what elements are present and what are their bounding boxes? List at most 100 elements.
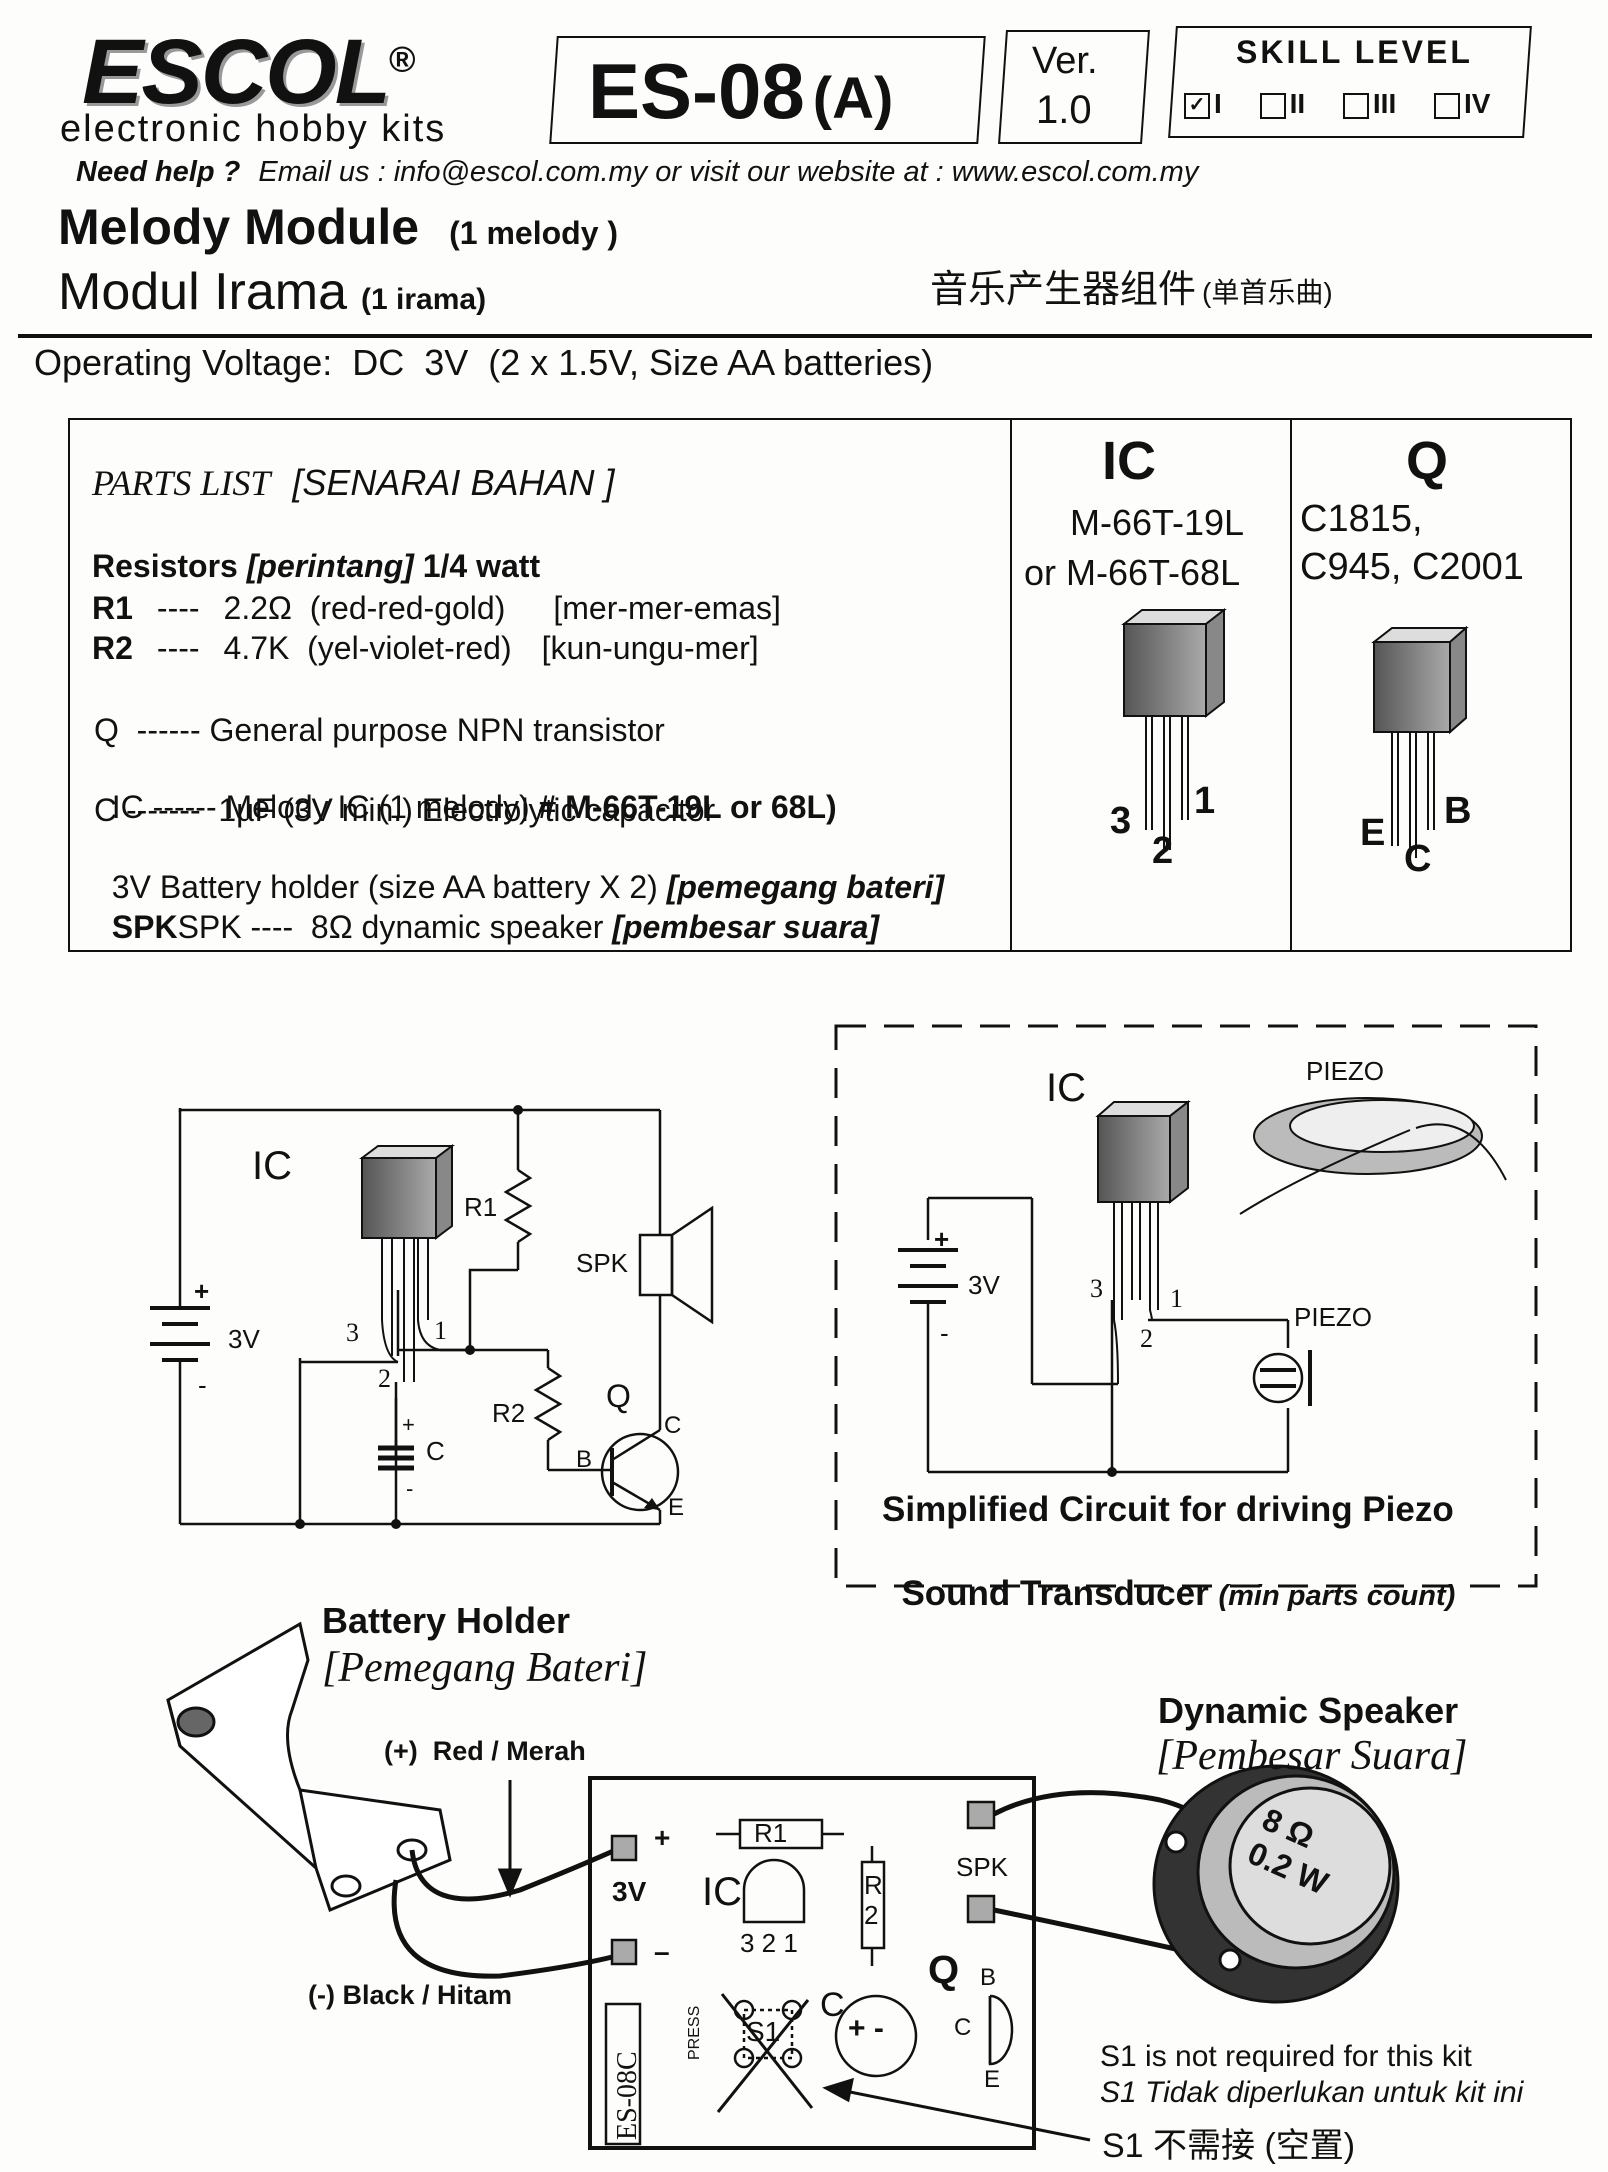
r1-ms: [mer-mer-emas] — [553, 590, 781, 626]
skill-level-1: ✓I — [1184, 88, 1222, 119]
red-wire-arrow-icon — [497, 1780, 523, 1898]
r2-ms: [kun-ungu-mer] — [541, 630, 759, 666]
title-divider — [18, 334, 1592, 338]
title-zh: 音乐产生器组件(单首乐曲) — [930, 269, 1333, 311]
schematic-ic-icon — [359, 1144, 455, 1382]
pcb-ic-pins: 3 2 1 — [740, 1928, 798, 1958]
checkbox-icon — [1259, 92, 1286, 119]
s1-arrow-icon — [822, 2077, 1091, 2142]
sch-c-label: C — [426, 1436, 445, 1466]
sch-r2-label: R2 — [492, 1398, 526, 1428]
parts-c: C ------- 1µF (3V min.) Electrolytic cap… — [94, 792, 716, 828]
sch-c-minus: - — [406, 1476, 414, 1501]
parts-battery: 3V Battery holder (size AA battery X 2) … — [111, 869, 945, 905]
model-number: ES-08(A) — [588, 46, 893, 137]
capacitor-icon — [378, 1445, 414, 1471]
pcb-s1: S1 — [746, 2016, 781, 2047]
battery-holder-title-ms: [Pemegang Bateri] — [322, 1645, 648, 1691]
s1-note-3: S1 不需接 (空置) — [1102, 2127, 1356, 2165]
parts-spk-ms: [pembesar suara] — [612, 909, 880, 945]
sch-plus: + — [194, 1276, 210, 1306]
red-wire-label: (+) Red / Merah — [384, 1736, 586, 1766]
pcb-c: C — [820, 1986, 845, 2024]
speaker-title-ms: [Pembesar Suara] — [1156, 1733, 1468, 1779]
title-en-sub: (1 melody ) — [449, 215, 619, 251]
pcb-3v: 3V — [612, 1876, 647, 1907]
parts-ic: IC ------ Melody IC (1 melody) # M-66T-1… — [111, 789, 837, 825]
sch-ic-label: IC — [252, 1144, 292, 1188]
parts-q: Q ------ General purpose NPN transistor — [94, 712, 665, 748]
version-value: 1.0 — [1036, 88, 1092, 132]
title-ms-sub: (1 irama) — [361, 283, 487, 316]
ic-package-icon — [1121, 607, 1227, 850]
ic-panel-part1: M-66T-19L — [1070, 502, 1245, 543]
piezo-caption-1: Simplified Circuit for driving Piezo — [882, 1490, 1454, 1529]
ic-panel-part2: or M-66T-68L — [1024, 552, 1241, 593]
parts-list-title: PARTS LIST[SENARAI BAHAN ] — [92, 462, 615, 503]
q-panel-part1: C1815, — [1300, 498, 1423, 540]
help-line: Need help ?Email us : info@escol.com.my … — [76, 156, 1198, 189]
pcb-c-pm: + - — [848, 2012, 884, 2045]
skill-level-options: ✓I II III IV — [1184, 88, 1491, 120]
sch-v-label: 3V — [228, 1324, 260, 1354]
piezo-schematic — [898, 1196, 1312, 1474]
dynamic-speaker-icon — [1152, 1764, 1400, 2004]
parts-ic-part: # M-66T-19L or 68L) — [538, 789, 837, 825]
piezo-top-label: PIEZO — [1306, 1056, 1385, 1086]
resistors-heading-ms: [perintang] — [246, 548, 414, 584]
brand-name: ESCOL — [82, 21, 391, 123]
brand-logo: ESCOL® — [82, 20, 415, 125]
black-wire-label: (-) Black / Hitam — [308, 1980, 513, 2010]
ic-pin2: 2 — [1152, 830, 1174, 872]
pcb-board — [588, 1776, 1036, 2150]
piezo-v-label: 3V — [968, 1270, 1000, 1300]
piezo-pin2: 2 — [1140, 1324, 1153, 1353]
speaker-title: Dynamic Speaker — [1158, 1690, 1459, 1731]
s1-cross-icon — [716, 1993, 814, 2113]
parts-battery-ms: [pemegang bateri] — [666, 869, 945, 905]
checkbox-checked-icon: ✓ — [1184, 92, 1210, 119]
skill-level-4: IV — [1434, 88, 1491, 119]
parts-r2: R2----4.7K (yel-violet-red)[kun-ungu-mer… — [92, 630, 759, 666]
model-variant: (A) — [812, 66, 894, 131]
s1-note-2: S1 Tidak diperlukan untuk kit ini — [1100, 2076, 1524, 2109]
resistors-heading: Resistors [perintang] 1/4 watt — [92, 548, 541, 584]
ic-pin1: 1 — [1194, 780, 1216, 822]
piezo-label: PIEZO — [1294, 1302, 1373, 1332]
battery-holder-icon — [166, 1621, 452, 1913]
pcb-r1: R1 — [754, 1818, 788, 1848]
piezo-caption-2: Sound Transducer (min parts count) — [901, 1574, 1456, 1613]
skill-level-3: III — [1342, 88, 1396, 119]
version-label: Ver. — [1032, 40, 1098, 82]
parts-divider-2 — [1290, 418, 1292, 950]
transistor-package-icon — [1371, 625, 1469, 858]
resistors-watt: 1/4 watt — [422, 548, 541, 584]
battery-holder-title: Battery Holder — [322, 1600, 571, 1641]
pcb-spk: SPK — [956, 1852, 1009, 1882]
sch-b-label: B — [576, 1446, 593, 1473]
pcb-components — [604, 1800, 1014, 2146]
model-code: ES-08 — [588, 47, 805, 135]
q-panel-title: Q — [1406, 431, 1449, 491]
piezo-ic-label: IC — [1046, 1066, 1086, 1110]
checkbox-icon — [1434, 92, 1461, 119]
skill-level-2: II — [1259, 88, 1305, 119]
piezo-caption-note: (min parts count) — [1218, 1580, 1456, 1612]
title-zh-sub: (单首乐曲) — [1202, 277, 1333, 308]
piezo-pin1: 1 — [1170, 1284, 1183, 1313]
pcb-ic: IC — [702, 1870, 742, 1914]
sch-pin1: 1 — [434, 1316, 447, 1345]
main-schematic — [150, 1108, 714, 1526]
parts-list-table — [68, 418, 1572, 952]
ic-pin3: 3 — [1110, 800, 1132, 842]
pcb-press: PRESS — [686, 2005, 703, 2060]
r2-value: 4.7K (yel-violet-red) — [223, 630, 512, 666]
piezo-disc-icon — [1239, 1097, 1507, 1215]
piezo-plus: + — [934, 1224, 950, 1254]
sch-c-plus: + — [402, 1412, 415, 1437]
sch-minus: - — [198, 1370, 207, 1400]
title-en: Melody Module(1 melody ) — [58, 199, 619, 255]
sch-pin3: 3 — [346, 1318, 359, 1347]
q-pin-c: C — [1404, 838, 1432, 880]
